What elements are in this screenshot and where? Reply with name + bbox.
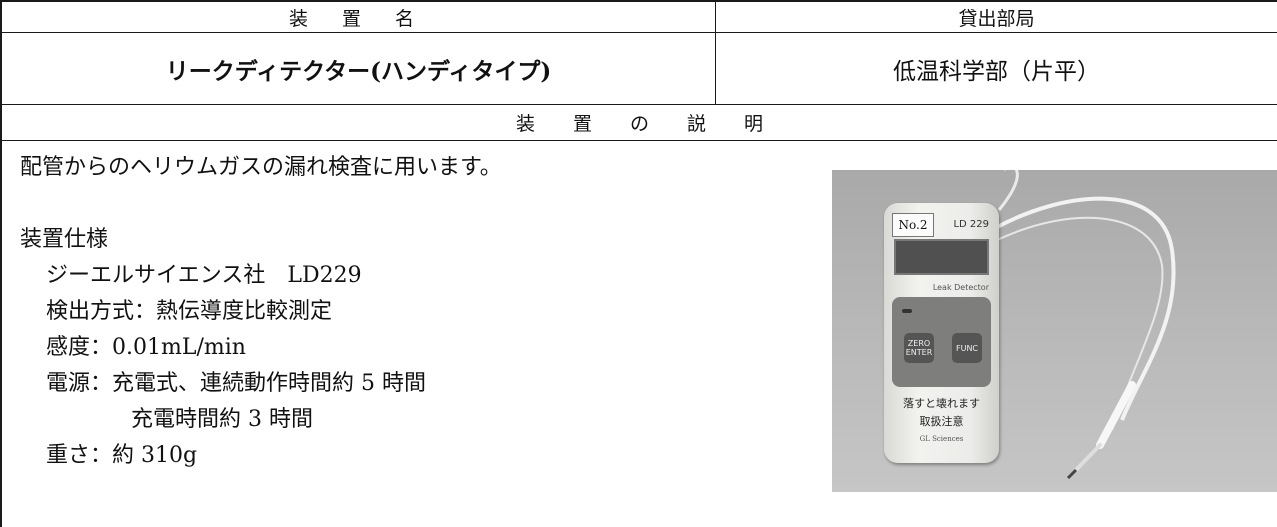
device-photo: No.2 LD 229 Leak Detector ZERO ENTER FUN… [832,170,1277,492]
leak-detector-label: Leak Detector [932,283,989,292]
table-rule-1 [0,32,1277,33]
column-divider [715,0,716,104]
table-border-left [0,0,2,527]
table-border-top [0,0,1277,2]
table-rule-3 [0,140,1277,141]
device-number-label: No.2 [892,213,934,237]
description-body: 配管からのヘリウムガスの漏れ検査に用います。 装置仕様 ジーエルサイエンス社 L… [20,150,502,474]
button-panel: ZERO ENTER FUNC [892,297,991,387]
device-name-header: 装 置 名 [288,7,429,30]
brand-label: GL Sciences [919,435,964,443]
spec-charge: 充電時間約 3 時間 [131,407,313,432]
spec-weight: 重さ：約 310g [46,443,198,468]
device-model-label: LD 229 [953,219,989,230]
led-indicator-icon [902,309,912,313]
spec-power: 電源：充電式、連続動作時間約 5 時間 [46,371,426,396]
description-header: 装置の説明 [515,113,801,135]
spec-method: 検出方式：熱伝導度比較測定 [46,299,333,324]
spec-sensitivity: 感度：0.01mL/min [46,335,246,360]
table-rule-2 [0,104,1277,105]
department-header: 貸出部局 [958,7,1035,30]
description-summary: 配管からのヘリウムガスの漏れ検査に用います。 [20,155,502,180]
department-value: 低温科学部（片平） [893,58,1100,85]
warning-label-handle: 取扱注意 [919,415,964,428]
spec-maker: ジーエルサイエンス社 LD229 [46,263,362,288]
spacer [20,186,502,222]
leak-detector-device: No.2 LD 229 Leak Detector ZERO ENTER FUN… [884,203,999,463]
func-button: FUNC [952,333,982,363]
device-name-value: リークディテクター(ハンディタイプ) [165,57,552,85]
probe-tube [991,170,1176,480]
warning-label-drop: 落すと壊れます [903,397,980,410]
spec-title: 装置仕様 [20,227,109,252]
lcd-screen [894,239,989,275]
zero-enter-button: ZERO ENTER [904,333,934,363]
